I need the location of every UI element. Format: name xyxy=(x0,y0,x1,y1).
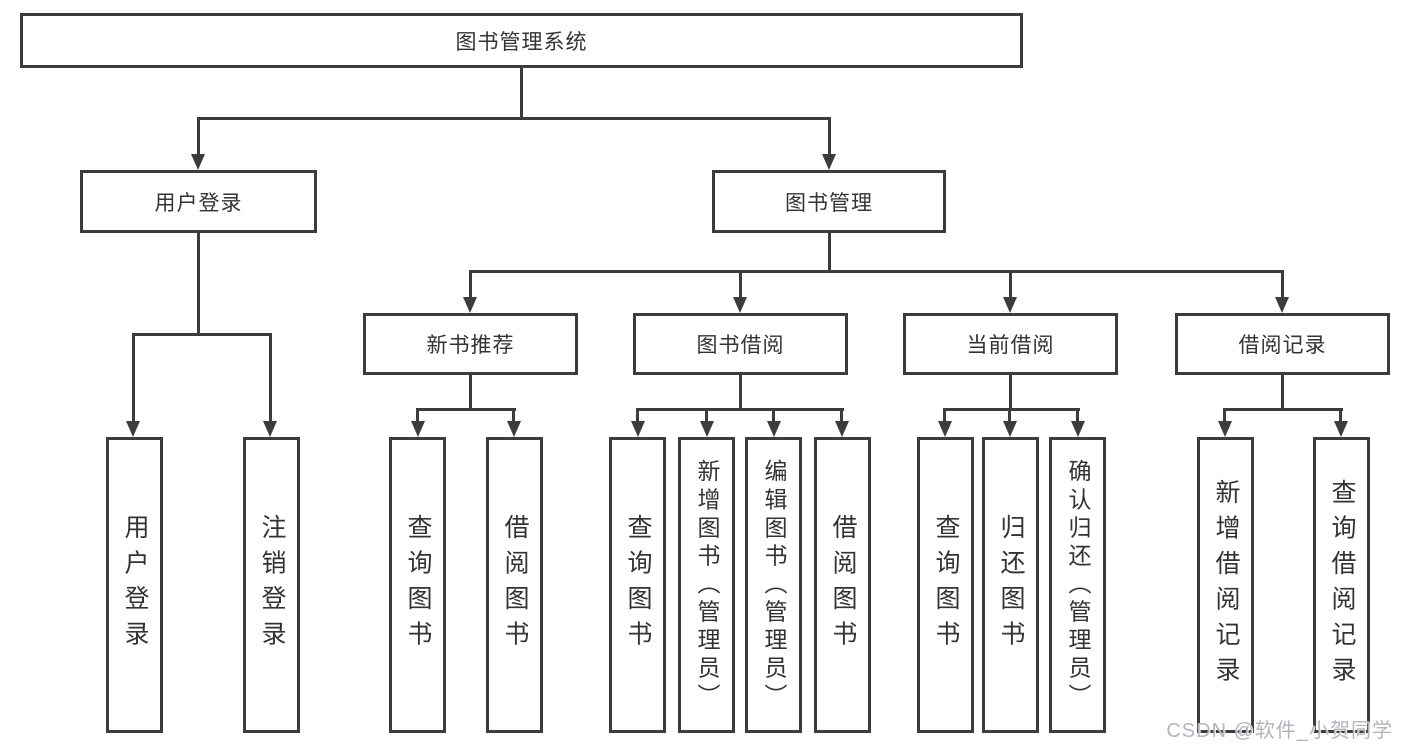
connector-drop-line xyxy=(512,408,515,421)
leaf-label: 确认归还（管理员） xyxy=(1065,458,1091,712)
leaf-label: 查询图书 xyxy=(932,514,960,656)
connector-user-login-rail xyxy=(132,333,272,336)
connector-drop-line xyxy=(269,333,272,421)
connector-drop-line xyxy=(1008,408,1011,421)
connector-drop-line xyxy=(197,117,200,154)
connector-book-borrow-stem xyxy=(739,375,742,408)
node-user-login: 用户登录 xyxy=(80,170,317,233)
connector-drop-line xyxy=(1009,270,1012,297)
connector-drop-line xyxy=(943,408,946,421)
leaf-label: 用户登录 xyxy=(121,514,149,656)
leaf-return-books: 归还图书 xyxy=(982,437,1039,733)
connector-borrow-records-rail xyxy=(1223,408,1343,411)
connector-drop-line xyxy=(1223,408,1226,421)
connector-drop-line xyxy=(828,117,831,154)
arrow-down-icon xyxy=(126,421,140,437)
leaf-add-books-admin: 新增图书（管理员） xyxy=(678,437,735,733)
arrow-down-icon xyxy=(700,421,714,437)
arrow-down-icon xyxy=(507,421,521,437)
connector-drop-line xyxy=(705,408,708,421)
node-current-borrow: 当前借阅 xyxy=(903,313,1118,375)
connector-drop-line xyxy=(636,408,639,421)
leaf-confirm-return-admin: 确认归还（管理员） xyxy=(1049,437,1106,733)
arrow-down-icon xyxy=(1003,297,1017,313)
arrow-down-icon xyxy=(733,297,747,313)
leaf-borrow-books: 借阅图书 xyxy=(814,437,871,733)
node-label: 图书借阅 xyxy=(696,334,785,357)
leaf-label: 借阅图书 xyxy=(501,514,529,656)
connector-current-borrow-rail xyxy=(943,408,1080,411)
leaf-label: 查询借阅记录 xyxy=(1328,478,1356,692)
arrow-down-icon xyxy=(822,154,836,170)
leaf-edit-books-admin: 编辑图书（管理员） xyxy=(745,437,802,733)
node-label: 借阅记录 xyxy=(1238,334,1327,357)
connector-drop-line xyxy=(840,408,843,421)
leaf-label: 查询图书 xyxy=(404,514,432,656)
leaf-query-books-borrow: 查询图书 xyxy=(609,437,666,733)
leaf-query-books-new: 查询图书 xyxy=(389,437,446,733)
arrow-down-icon xyxy=(1071,421,1085,437)
connector-drop-line xyxy=(772,408,775,421)
connector-root-stem xyxy=(520,68,523,117)
leaf-user-login: 用户登录 xyxy=(106,437,163,733)
connector-drop-line xyxy=(416,408,419,421)
arrow-down-icon xyxy=(767,421,781,437)
node-label: 新书推荐 xyxy=(426,334,515,357)
arrow-down-icon xyxy=(1003,421,1017,437)
arrow-down-icon xyxy=(411,421,425,437)
connector-drop-line xyxy=(739,270,742,297)
node-book-borrow: 图书借阅 xyxy=(633,313,848,375)
arrow-down-icon xyxy=(463,297,477,313)
connector-drop-line xyxy=(1339,408,1342,421)
leaf-label: 借阅图书 xyxy=(829,514,857,656)
connector-level2-rail xyxy=(197,117,831,120)
connector-user-login-stem xyxy=(197,233,200,333)
node-label: 当前借阅 xyxy=(966,334,1055,357)
connector-level3-rail xyxy=(469,270,1283,273)
arrow-down-icon xyxy=(191,154,205,170)
node-label: 图书管理系统 xyxy=(455,30,588,54)
arrow-down-icon xyxy=(1275,297,1289,313)
arrow-down-icon xyxy=(835,421,849,437)
leaf-add-borrow-record: 新增借阅记录 xyxy=(1197,437,1254,733)
arrow-down-icon xyxy=(938,421,952,437)
arrow-down-icon xyxy=(263,421,277,437)
node-label: 图书管理 xyxy=(785,191,873,215)
node-library-system: 图书管理系统 xyxy=(20,13,1023,68)
arrow-down-icon xyxy=(1218,421,1232,437)
connector-drop-line xyxy=(1076,408,1079,421)
leaf-query-books-current: 查询图书 xyxy=(917,437,974,733)
connector-new-books-stem xyxy=(469,375,472,408)
connector-book-borrow-rail xyxy=(636,408,844,411)
leaf-query-borrow-record: 查询借阅记录 xyxy=(1313,437,1370,733)
leaf-label: 新增图书（管理员） xyxy=(694,458,720,712)
node-new-book-recommend: 新书推荐 xyxy=(363,313,578,375)
connector-borrow-records-stem xyxy=(1281,375,1284,408)
connector-current-borrow-stem xyxy=(1009,375,1012,408)
leaf-label: 归还图书 xyxy=(997,514,1025,656)
connector-drop-line xyxy=(132,333,135,421)
connector-drop-line xyxy=(469,270,472,297)
leaf-label: 编辑图书（管理员） xyxy=(761,458,787,712)
leaf-borrow-books-new: 借阅图书 xyxy=(486,437,543,733)
csdn-watermark: CSDN @软件_小贺同学 xyxy=(1166,720,1393,742)
connector-new-books-rail xyxy=(416,408,516,411)
arrow-down-icon xyxy=(631,421,645,437)
leaf-label: 注销登录 xyxy=(258,514,286,656)
node-label: 用户登录 xyxy=(154,191,243,215)
node-borrow-records: 借阅记录 xyxy=(1175,313,1390,375)
leaf-logout: 注销登录 xyxy=(243,437,300,733)
connector-drop-line xyxy=(1281,270,1284,297)
node-book-management: 图书管理 xyxy=(712,170,946,233)
leaf-label: 查询图书 xyxy=(624,514,652,656)
arrow-down-icon xyxy=(1334,421,1348,437)
leaf-label: 新增借阅记录 xyxy=(1212,478,1240,692)
connector-book-mgmt-stem xyxy=(828,233,831,270)
